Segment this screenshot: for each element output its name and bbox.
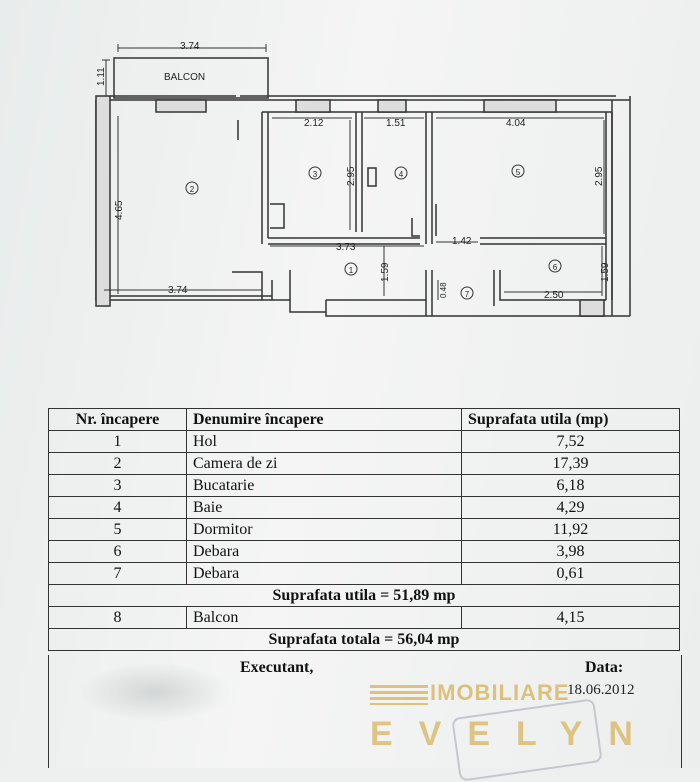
header-area: Suprafata utila (mp) xyxy=(461,408,680,431)
room-number-5: 5 xyxy=(516,168,521,177)
row-area: 0,61 xyxy=(461,562,680,585)
table-row: 5 Dormitor 11,92 xyxy=(48,518,680,541)
row-area: 11,92 xyxy=(461,518,680,541)
row-nr: 1 xyxy=(48,430,187,453)
table-row: 4 Baie 4,29 xyxy=(48,496,680,519)
table-row: 3 Bucatarie 6,18 xyxy=(48,474,680,497)
room-marker-4 xyxy=(394,166,408,180)
table-row: 2 Camera de zi 17,39 xyxy=(48,452,680,475)
dim-hall-height: 1.59 xyxy=(380,262,391,282)
grand-total: Suprafata totala = 56,04 mp xyxy=(48,628,680,651)
row-name: Debara xyxy=(186,562,462,585)
row-nr: 2 xyxy=(48,452,187,475)
dim-room2-height: 4.65 xyxy=(114,200,125,220)
dim-balcon-width: 3.74 xyxy=(180,41,200,52)
dim-room5-height: 2.95 xyxy=(594,166,605,186)
balcony-nr: 8 xyxy=(48,606,187,629)
row-nr: 5 xyxy=(48,518,187,541)
balcony-label: BALCON xyxy=(164,72,205,83)
dim-room7-width: 0.48 xyxy=(439,282,448,298)
balcony-name: Balcon xyxy=(186,606,462,629)
date-value: 18.06.2012 xyxy=(567,682,635,698)
table-header-row: Nr. încapere Denumire încapere Suprafata… xyxy=(48,408,680,431)
room-marker-1 xyxy=(344,262,358,276)
room-marker-2 xyxy=(185,181,199,195)
dim-hall-passage: 1.42 xyxy=(452,236,472,247)
table-row: 1 Hol 7,52 xyxy=(48,430,680,453)
header-room-number: Nr. încapere xyxy=(48,408,187,431)
row-nr: 6 xyxy=(48,540,187,563)
dim-room5-width: 4.04 xyxy=(506,118,526,129)
row-name: Camera de zi xyxy=(186,452,462,475)
row-area: 17,39 xyxy=(461,452,680,475)
room-marker-5 xyxy=(511,164,525,178)
room-number-6: 6 xyxy=(553,263,558,272)
row-area: 6,18 xyxy=(461,474,680,497)
room-marker-7 xyxy=(460,286,474,300)
row-nr: 7 xyxy=(48,562,187,585)
room-area-table: Nr. încapere Denumire încapere Suprafata… xyxy=(48,408,680,651)
dim-room6-width: 2.50 xyxy=(544,290,564,301)
dim-room4-width: 1.51 xyxy=(386,118,406,129)
balcony-outline xyxy=(113,57,269,99)
room-number-2: 2 xyxy=(190,185,195,194)
useful-total: Suprafata utila = 51,89 mp xyxy=(48,584,680,607)
row-nr: 3 xyxy=(48,474,187,497)
date-label: Data: xyxy=(585,659,624,676)
room-number-7: 7 xyxy=(465,290,470,299)
dim-room6-height: 1.59 xyxy=(600,262,611,282)
row-nr: 4 xyxy=(48,496,187,519)
table-row: 6 Debara 3,98 xyxy=(48,540,680,563)
dim-room3-width: 2.12 xyxy=(304,118,324,129)
balcony-row: 8 Balcon 4,15 xyxy=(48,606,680,629)
blurred-signature xyxy=(80,662,230,722)
row-name: Debara xyxy=(186,540,462,563)
room-marker-3 xyxy=(308,166,322,180)
row-area: 4,29 xyxy=(461,496,680,519)
dim-room2-width: 3.74 xyxy=(168,285,188,296)
row-name: Hol xyxy=(186,430,462,453)
room-number-3: 3 xyxy=(313,170,318,179)
room-marker-6 xyxy=(548,259,562,273)
signature-area xyxy=(48,655,682,768)
dim-room3-height: 2.95 xyxy=(346,166,357,186)
outer-wall xyxy=(95,99,290,301)
dim-hall-width: 3.73 xyxy=(336,242,356,253)
table-row: 7 Debara 0,61 xyxy=(48,562,680,585)
executant-label: Executant, xyxy=(240,659,314,676)
balcony-area: 4,15 xyxy=(461,606,680,629)
row-name: Dormitor xyxy=(186,518,462,541)
grand-total-row: Suprafata totala = 56,04 mp xyxy=(48,628,680,651)
row-name: Baie xyxy=(186,496,462,519)
row-name: Bucatarie xyxy=(186,474,462,497)
room-number-4: 4 xyxy=(399,170,404,179)
row-area: 7,52 xyxy=(461,430,680,453)
header-room-name: Denumire încapere xyxy=(186,408,462,431)
useful-total-row: Suprafata utila = 51,89 mp xyxy=(48,584,680,607)
dim-balcon-depth: 1.11 xyxy=(96,67,107,86)
room-number-1: 1 xyxy=(349,266,354,275)
row-area: 3,98 xyxy=(461,540,680,563)
floor-plan: 3.74 1.11 BALCON 4.65 3.74 2.12 2.95 1.5… xyxy=(95,41,631,317)
